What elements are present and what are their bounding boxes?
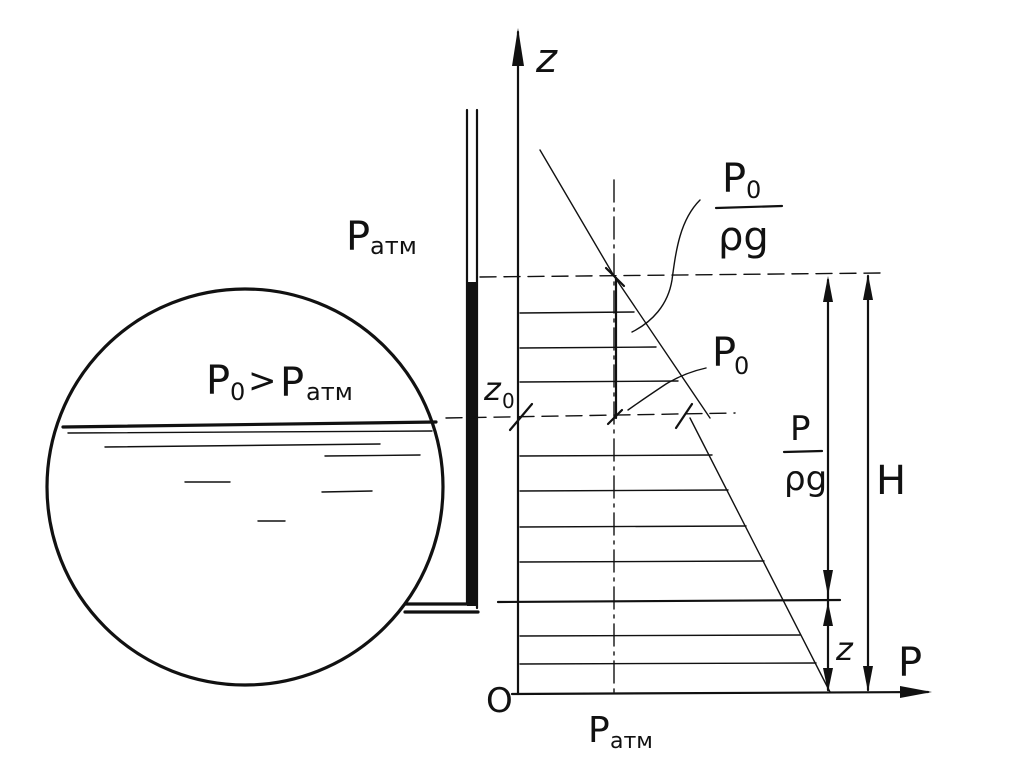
hatch-line-9 [519, 662, 817, 665]
p-over-rho-g-denominator: ρg [784, 459, 827, 499]
hatch-line-3 [519, 380, 679, 383]
height-H-label: H [876, 458, 906, 504]
p0-over-rho-g-leader [631, 199, 701, 333]
p-over-rho-g-numerator: P [790, 409, 811, 449]
p-over-rho-g-arrow-top [823, 276, 833, 302]
p-atm-bottom-sub: атм [610, 729, 653, 754]
pressure-line-extension [539, 149, 615, 277]
hatch-line-6 [519, 525, 747, 528]
axes [510, 28, 932, 698]
z0-label: z [483, 370, 502, 408]
tank-condition-p0: P [206, 358, 230, 404]
p0-over-rho-g-numerator-sub: 0 [746, 176, 761, 204]
text-labels: z P O P атм P атм P 0 > P атм P 0 ρg P 0… [206, 36, 922, 754]
piezometric-level-line [479, 272, 881, 278]
p0-head-tick-top [604, 266, 626, 288]
p-axis-label: P [898, 640, 922, 686]
p0-over-rho-g-numerator: P [722, 156, 746, 202]
tank-condition-gt: > [248, 361, 277, 401]
height-z-arrow-bottom [823, 668, 833, 692]
tank-surface-shade-2 [104, 443, 381, 448]
z0-tick [508, 402, 534, 432]
height-H-arrow-top [863, 274, 873, 300]
free-surface-level-line [445, 412, 736, 419]
z-axis-label: z [535, 36, 558, 82]
p-axis [510, 690, 930, 696]
tank-condition-patm-sub: атм [306, 378, 353, 406]
p0-head-tick-bottom [606, 408, 624, 426]
p-atm-top-sub: атм [370, 232, 417, 260]
z0-label-sub: 0 [502, 389, 515, 413]
p-atm-top-label: P [346, 214, 370, 260]
p-over-rho-g-fraction-bar [782, 449, 824, 454]
p0-label-sub: 0 [734, 352, 749, 380]
p0-over-rho-g-fraction-bar [714, 204, 784, 210]
tank [45, 287, 445, 687]
p0-tick [674, 402, 694, 430]
pressure-envelope-upper [613, 275, 711, 419]
tank-condition-p0-sub: 0 [230, 378, 245, 406]
leader-lines [627, 199, 707, 411]
tank-outline [45, 287, 445, 687]
p0-over-rho-g-denominator: ρg [718, 214, 769, 260]
hatch-line-8 [519, 634, 801, 637]
dimension-lines [823, 274, 873, 692]
tank-surface-shade-3 [324, 454, 421, 457]
hatch-line-2 [519, 346, 657, 349]
pressure-distribution [508, 266, 831, 693]
tank-surface-shade-1 [67, 430, 433, 434]
p-over-rho-g-arrow-bottom [823, 570, 833, 596]
z-axis-arrowhead [512, 28, 524, 66]
p-axis-arrowhead [900, 686, 932, 698]
tank-liquid-dash-2 [321, 490, 373, 493]
height-H-arrow-bottom [863, 666, 873, 692]
tank-condition-patm: P [280, 360, 304, 406]
origin-label: O [486, 681, 513, 721]
pressure-envelope-lower [689, 417, 831, 693]
hatch-line-5 [519, 489, 729, 492]
piezometer [403, 108, 480, 614]
height-z-level-line [496, 598, 842, 604]
hatch-line-4 [519, 454, 713, 457]
piezometer-liquid-column [467, 282, 477, 606]
p-atm-bottom-label: P [588, 710, 610, 751]
height-z-label: z [835, 630, 854, 668]
p0-label: P [712, 330, 736, 376]
construction-lines [445, 149, 881, 695]
p0-leader [627, 367, 707, 411]
tank-free-surface [61, 420, 438, 429]
hatch-line-7 [519, 560, 765, 563]
height-z-arrow-top [823, 602, 833, 626]
